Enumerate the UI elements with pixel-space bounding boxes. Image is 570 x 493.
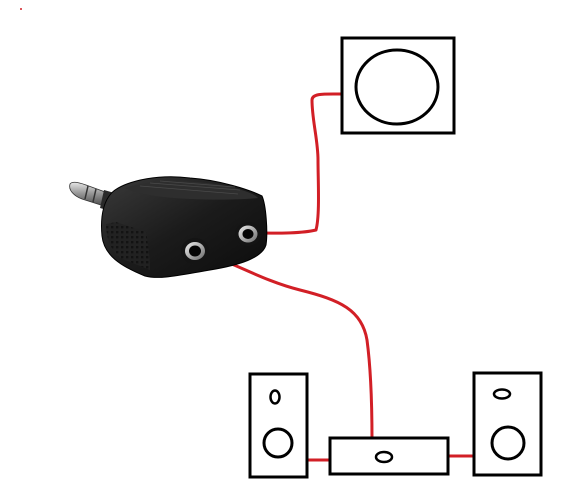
speaker-tweeter-icon [269, 389, 281, 405]
wire-splitter-to-subwoofer [248, 92, 344, 235]
subwoofer-driver-icon [354, 48, 440, 126]
splitter-jack-left [181, 238, 209, 264]
subwoofer [340, 36, 456, 135]
stray-dot [20, 8, 22, 10]
headphone-splitter-adapter [69, 176, 268, 278]
speaker-cone-icon [490, 425, 526, 461]
splitter-jack-right [235, 222, 261, 246]
amplifier-jack-icon [374, 450, 394, 464]
amplifier-box [328, 436, 450, 476]
wire-splitter-to-amplifier [194, 249, 374, 442]
right-speaker [472, 371, 543, 477]
wires [194, 92, 476, 462]
left-speaker [248, 372, 309, 479]
speaker-tweeter-icon [492, 388, 512, 400]
speaker-cone-icon [262, 427, 294, 459]
